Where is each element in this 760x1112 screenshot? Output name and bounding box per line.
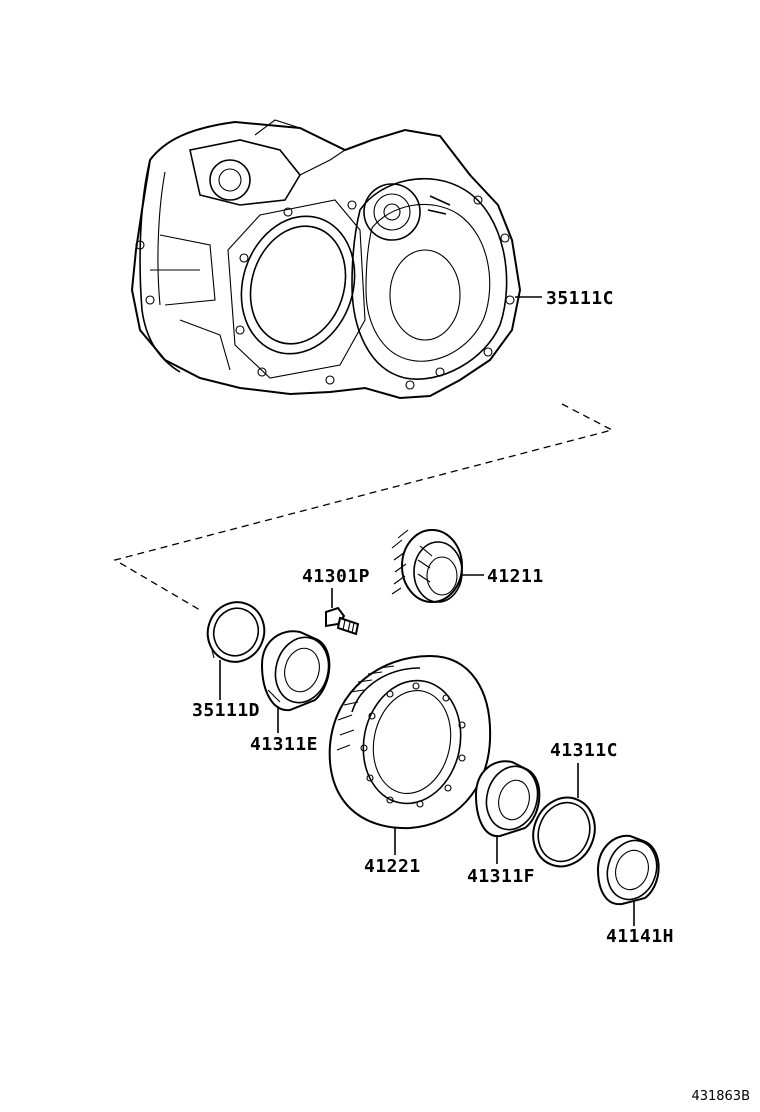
label-bearing-right: 41311F [467,866,535,887]
label-seal: 35111D [192,700,260,721]
label-ring-gear: 41221 [364,856,421,877]
label-pinion: 41211 [487,566,544,587]
pinion-gear-drawing [391,529,463,603]
label-bolt: 41301P [302,566,370,587]
label-case: 35111C [546,288,614,309]
diagram-reference-number: 431863B [691,1089,750,1104]
ring-gear-drawing [328,654,492,830]
bolt-drawing [325,606,360,636]
oil-seal-drawing [596,834,660,906]
label-oil-seal: 41141H [606,926,674,947]
transaxle-case-drawing [130,119,522,400]
bearing-right-drawing [474,760,541,838]
bearing-left-drawing [260,630,331,712]
seal-ring-drawing [206,601,266,663]
label-shim: 41311C [550,740,618,761]
shim-ring-drawing [532,796,596,868]
assembly-dashed-boundary [113,403,614,611]
label-bearing-left: 41311E [250,734,318,755]
